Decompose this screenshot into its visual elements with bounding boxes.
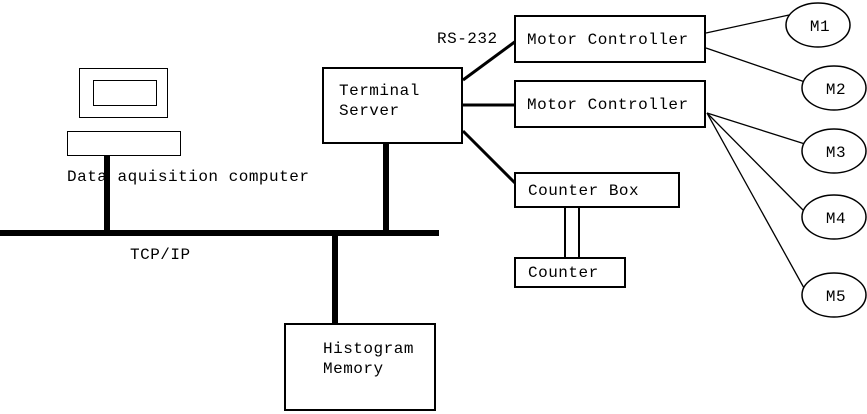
m1-label: M1 <box>810 18 830 36</box>
m4-label: M4 <box>826 210 846 228</box>
mc2-to-m4-line <box>706 112 805 212</box>
computer-keyboard-icon <box>67 131 181 156</box>
motor-node-m5: M5 <box>801 272 867 318</box>
motor-node-m4: M4 <box>801 194 867 240</box>
counter-node: Counter <box>514 257 626 288</box>
data-acquisition-computer-label: Data aquisition computer <box>67 168 310 186</box>
motor-node-m1: M1 <box>785 2 851 48</box>
m2-label: M2 <box>826 81 846 99</box>
histogram-memory-node: Histogram Memory <box>284 323 436 411</box>
mc1-to-m2-line <box>705 47 806 83</box>
m3-ellipse <box>801 128 867 174</box>
m3-label: M3 <box>826 144 846 162</box>
computer-screen-icon <box>93 80 157 106</box>
mc2-to-m5-line <box>706 112 805 289</box>
m5-ellipse <box>801 272 867 318</box>
motor-controller-2-node: Motor Controller <box>514 80 706 128</box>
terminal-server-node: Terminal Server <box>322 67 463 144</box>
m4-ellipse <box>801 194 867 240</box>
motor-node-m2: M2 <box>801 65 867 111</box>
rs232-label: RS-232 <box>437 30 498 48</box>
terminal-to-motor-controller1-line <box>462 39 517 82</box>
mc1-to-m1-line <box>705 14 790 34</box>
m1-ellipse <box>785 2 851 48</box>
motor-controller-1-node: Motor Controller <box>514 15 706 63</box>
m5-label: M5 <box>826 288 846 306</box>
tcpip-label: TCP/IP <box>130 246 191 264</box>
terminal-to-counter-box-line <box>461 129 518 186</box>
mc2-to-m3-line <box>706 112 806 145</box>
m2-ellipse <box>801 65 867 111</box>
motor-node-m3: M3 <box>801 128 867 174</box>
counter-box-node: Counter Box <box>514 172 680 208</box>
